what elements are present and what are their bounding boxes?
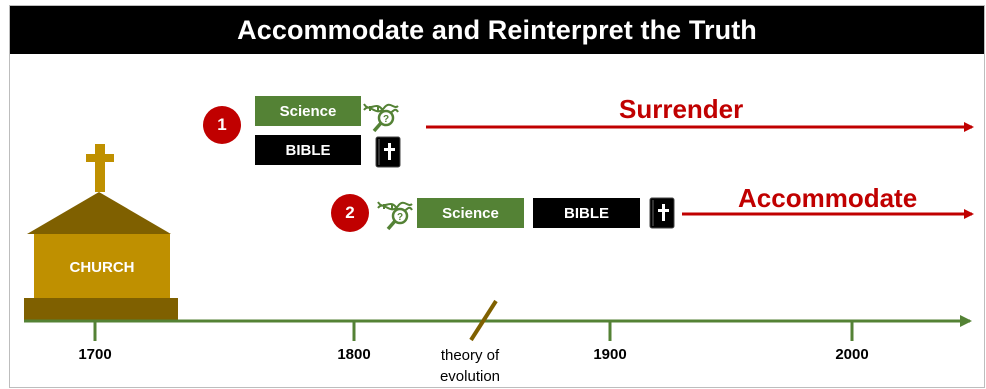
svg-text:?: ? [383,114,389,125]
evolution-note: theory of evolution [439,347,501,385]
bible-box-2: BIBLE [533,198,640,228]
church-cross-horizontal [86,154,114,162]
accommodate-label: Accommodate [738,183,918,213]
church-illustration [24,144,178,320]
dna-magnifier-icon: ? [363,103,399,133]
step-1-badge: 1 [203,106,241,144]
slide-title: Accommodate and Reinterpret the Truth [10,6,984,54]
year-1900: 1900 [593,346,627,363]
bible-book-icon [649,197,675,229]
slide-frame [9,5,985,388]
step-2-badge: 2 [331,194,369,232]
bible-box-1: BIBLE [255,135,361,165]
year-2000: 2000 [835,346,869,363]
surrender-label: Surrender [619,94,744,124]
year-1800: 1800 [337,346,371,363]
church-label: CHURCH [69,259,135,276]
church-base [24,298,178,320]
church-body [34,234,170,298]
bible-book-icon [375,136,401,168]
dna-magnifier-icon: ? [377,201,413,231]
year-1700: 1700 [78,346,112,363]
svg-text:?: ? [397,212,403,223]
science-box-1: Science [255,96,361,126]
evolution-marker [469,299,498,342]
church-roof [27,192,171,234]
church-cross-vertical [95,144,105,192]
science-box-2: Science [417,198,524,228]
